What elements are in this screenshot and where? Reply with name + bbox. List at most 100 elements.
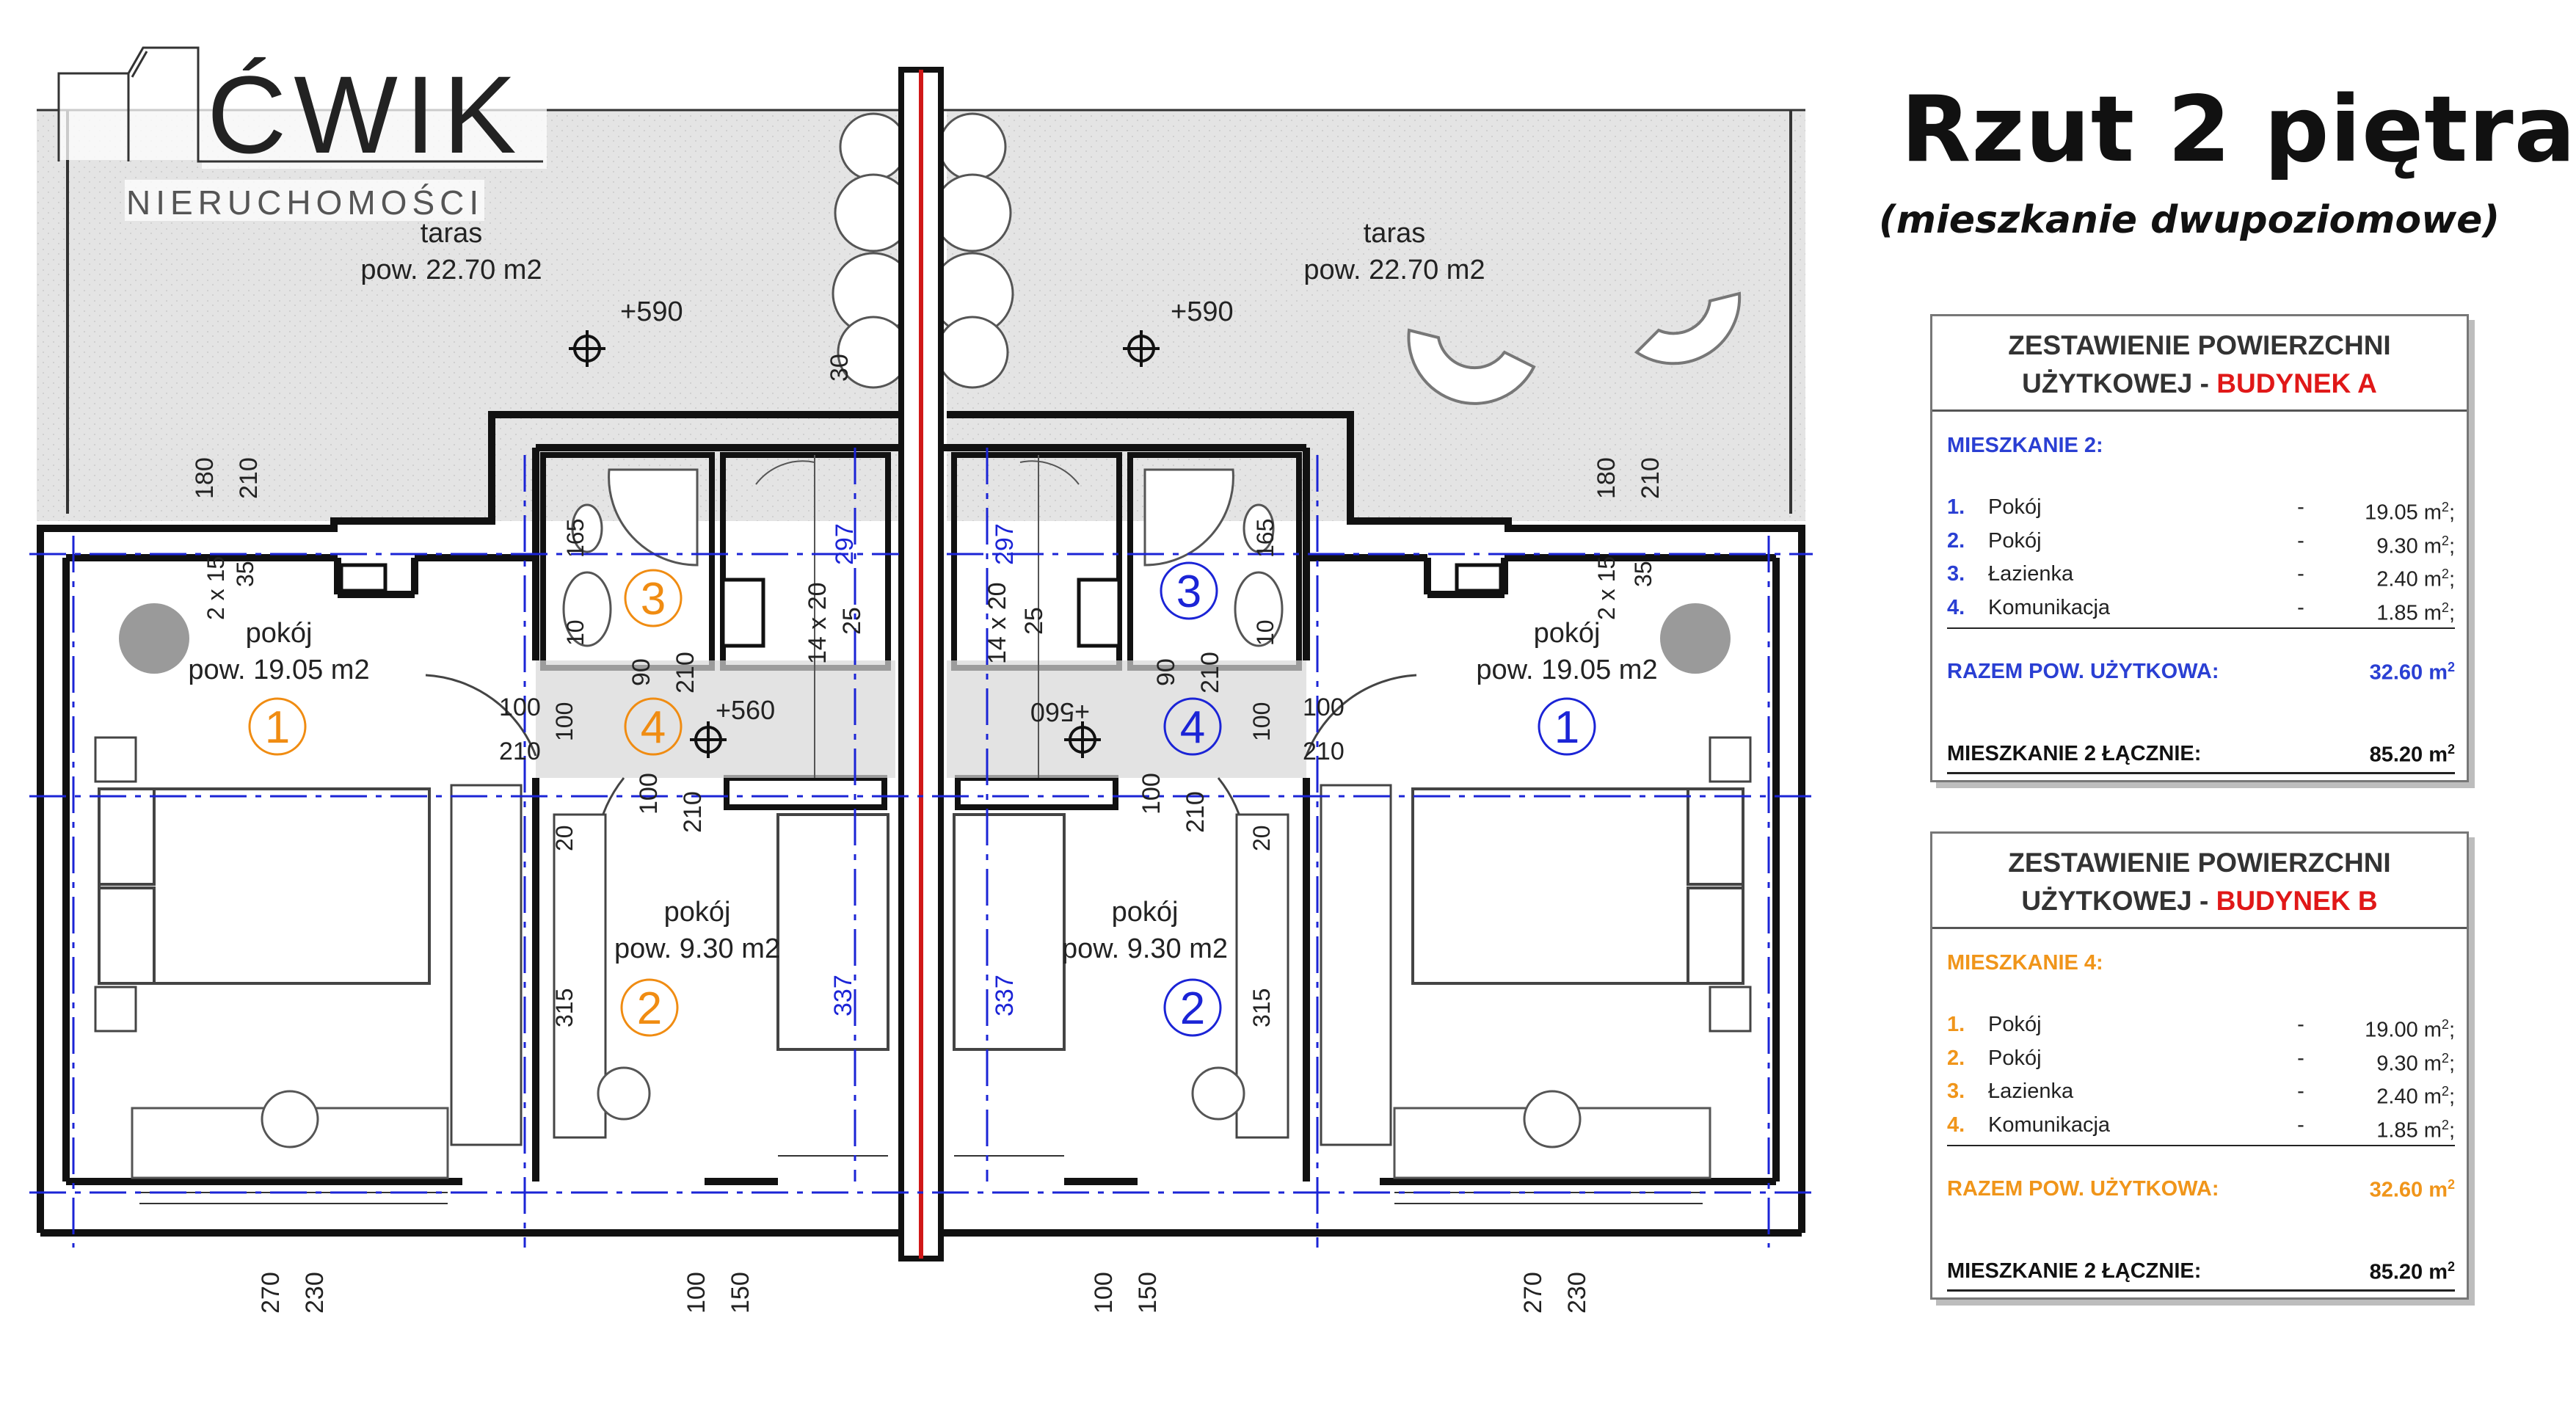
svg-text:100: 100 [1138,773,1165,815]
room-marker-b [1160,561,1596,1037]
terrace-label-left: taras [421,218,482,249]
room-number-4-b: 4 [1180,702,1205,753]
svg-text:10: 10 [562,619,589,646]
level-label-left: +590 [620,296,683,327]
apartment-label: MIESZKANIE 2: [1947,434,2103,457]
table-row: 2.Pokój-9.30 m2; [1947,1046,2455,1076]
toilet-icon [562,503,1284,647]
grand-total-row: MIESZKANIE 2 ŁĄCZNIE:85.20 m2 [1947,742,2455,774]
logo-brand: ĆWIK [207,53,524,176]
svg-text:270: 270 [1519,1272,1547,1314]
svg-text:100: 100 [635,773,663,815]
svg-text:210: 210 [499,738,541,765]
terrace-right [947,110,1805,521]
corridor-right [947,660,1306,778]
svg-text:2 x 15: 2 x 15 [1593,556,1620,620]
svg-text:210: 210 [235,457,263,499]
axis-lines [29,448,1813,1248]
svg-text:10: 10 [1252,619,1278,646]
room2-label-left: pokój [664,897,731,928]
table-row: 4.Komunikacja-1.85 m2; [1947,594,2455,629]
svg-text:100: 100 [683,1272,710,1314]
bed-icon [98,787,1744,1051]
svg-text:297: 297 [991,523,1019,565]
terrace-label-right: taras [1364,218,1425,249]
svg-text:2 x 15: 2 x 15 [203,556,229,620]
table-row: 3.Łazienka-2.40 m2; [1947,1079,2455,1109]
total-row: RAZEM POW. UŻYTKOWA:32.60 m2 [1947,1176,2455,1202]
table-header: ZESTAWIENIE POWIERZCHNI UŻYTKOWEJ - BUDY… [1932,316,2467,412]
stairs-spec-right: 14 x 20 [983,582,1011,664]
room-number-3-a: 3 [641,574,666,625]
room1-label-right: pokój [1534,618,1601,649]
table-row: 2.Pokój-9.30 m2; [1947,528,2455,558]
desk-icon [131,1066,1711,1179]
level-label-right: +590 [1171,296,1234,327]
svg-text:270: 270 [257,1272,285,1314]
svg-text:337: 337 [991,975,1019,1016]
svg-text:297: 297 [831,523,859,565]
svg-text:165: 165 [1252,519,1278,558]
table-row: 4.Komunikacja-1.85 m2; [1947,1111,2455,1146]
svg-text:337: 337 [829,975,857,1016]
svg-text:230: 230 [1563,1272,1591,1314]
floor-plan: taras pow. 22.70 m2 taras pow. 22.70 m2 … [29,46,1813,1314]
svg-text:210: 210 [679,791,707,833]
stairs-icon [755,455,1080,778]
svg-text:230: 230 [301,1272,329,1314]
room-number-2-a: 2 [637,983,662,1034]
stairs-width-left: 25 [838,607,866,635]
svg-text:90: 90 [627,658,655,686]
grand-total-row: MIESZKANIE 2 ŁĄCZNIE:85.20 m2 [1947,1259,2455,1292]
svg-text:100: 100 [1303,693,1345,721]
lounge-chair-icon [1407,291,1742,405]
svg-text:35: 35 [1630,561,1656,587]
room2-area-left: pow. 9.30 m2 [614,933,780,964]
corridor-left [536,660,895,778]
table-row: 1.Pokój-19.00 m2; [1947,1013,2455,1042]
svg-text:20: 20 [1248,825,1275,851]
svg-text:20: 20 [551,825,578,851]
svg-text:315: 315 [551,989,578,1027]
svg-text:30: 30 [826,354,854,382]
shower-icon [608,468,1234,567]
stair-level-left: +560 [716,695,775,725]
svg-text:150: 150 [1134,1272,1162,1314]
chimney-icon [339,563,1503,648]
svg-text:150: 150 [727,1272,754,1314]
axis-dimension-labels: 297 297 337 337 [829,523,1019,1016]
svg-text:90: 90 [1152,658,1180,686]
building-name: BUDYNEK B [2216,886,2378,916]
logo-tagline: NIERUCHOMOŚCI [126,183,484,222]
svg-text:210: 210 [1182,791,1209,833]
room-number-1-b: 1 [1554,702,1579,753]
page-title: Rzut 2 piętra [1901,77,2576,183]
wardrobe-icon [94,736,1752,1146]
level-marker-icon [569,330,1160,758]
room1-label-left: pokój [246,618,313,649]
svg-text:165: 165 [562,519,589,558]
svg-text:180: 180 [1593,457,1620,499]
table-row: 1.Pokój-19.05 m2; [1947,495,2455,525]
room-number-4-a: 4 [641,702,666,753]
building-walls [37,411,1805,1237]
terrace-area-left: pow. 22.70 m2 [360,255,542,285]
room-number-2-b: 2 [1180,983,1205,1034]
stairs-spec-left: 14 x 20 [804,582,832,664]
stair-level-right: +560 [1030,697,1090,727]
apartment-label: MIESZKANIE 4: [1947,951,2103,975]
terrace-area-right: pow. 22.70 m2 [1303,255,1485,285]
stairs-width-right: 25 [1020,607,1048,635]
company-logo: ĆWIK NIERUCHOMOŚCI [57,46,547,222]
room1-area-right: pow. 19.05 m2 [1476,655,1657,685]
page-subtitle: (mieszkanie dwupoziomowe) [1879,198,2500,242]
dimension-labels: 180 210 2 x 15 35 180 210 2 x 15 35 30 1… [191,354,1664,1314]
svg-text:100: 100 [551,702,578,741]
room1-area-left: pow. 19.05 m2 [188,655,369,685]
svg-text:210: 210 [1303,738,1345,765]
svg-text:210: 210 [672,652,699,693]
room2-area-right: pow. 9.30 m2 [1062,933,1228,964]
room-number-3-b: 3 [1176,567,1201,617]
room2-label-right: pokój [1112,897,1179,928]
room-number-1-a: 1 [265,702,290,753]
